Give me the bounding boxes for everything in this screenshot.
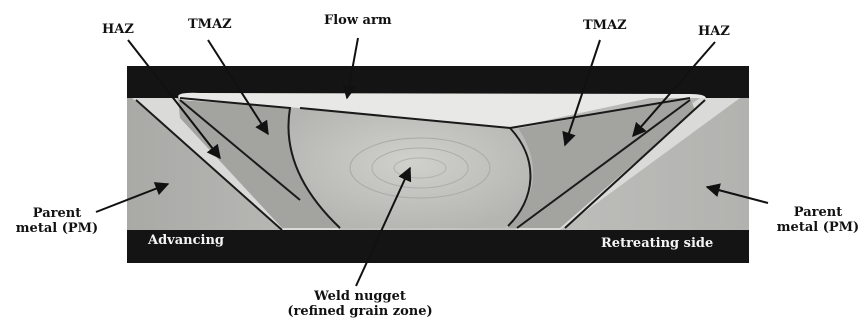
label-parent-left-line1: Parent — [12, 206, 102, 221]
label-haz-right: HAZ — [698, 24, 730, 39]
label-parent-metal-left: Parent metal (PM) — [12, 206, 102, 236]
label-flow-arm: Flow arm — [324, 13, 392, 28]
label-nugget-line1: Weld nugget — [270, 289, 450, 304]
label-parent-left-line2: metal (PM) — [12, 221, 102, 236]
label-haz-left: HAZ — [102, 22, 134, 37]
label-parent-metal-right: Parent metal (PM) — [772, 205, 864, 235]
label-weld-nugget: Weld nugget (refined grain zone) — [270, 289, 450, 319]
label-parent-right-line2: metal (PM) — [772, 220, 864, 235]
label-retreating-side: Retreating side — [601, 236, 713, 251]
label-parent-right-line1: Parent — [772, 205, 864, 220]
label-nugget-line2: (refined grain zone) — [270, 304, 450, 319]
label-tmaz-left: TMAZ — [188, 17, 232, 32]
label-tmaz-right: TMAZ — [583, 18, 627, 33]
label-advancing: Advancing — [148, 233, 224, 248]
